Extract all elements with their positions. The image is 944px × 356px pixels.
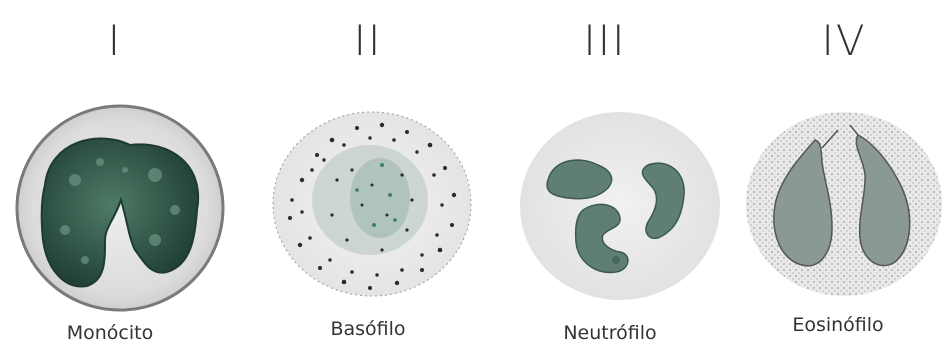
label-basophil: Basófilo: [278, 318, 458, 340]
numeral-iii: III: [545, 16, 665, 65]
numeral-i: I: [55, 16, 175, 65]
label-neutrophil: Neutrófilo: [520, 322, 700, 344]
monocyte-cell: [5, 100, 235, 320]
basophil-cell: [262, 100, 482, 310]
label-eosinophil: Eosinófilo: [748, 314, 928, 336]
label-monocyte: Monócito: [20, 322, 200, 344]
eosinophil-cell: [740, 100, 944, 310]
neutrophil-cell: [508, 100, 728, 310]
numeral-ii: II: [308, 16, 428, 65]
numeral-iv: IV: [784, 16, 904, 65]
neutrophil-membrane: [520, 112, 720, 300]
